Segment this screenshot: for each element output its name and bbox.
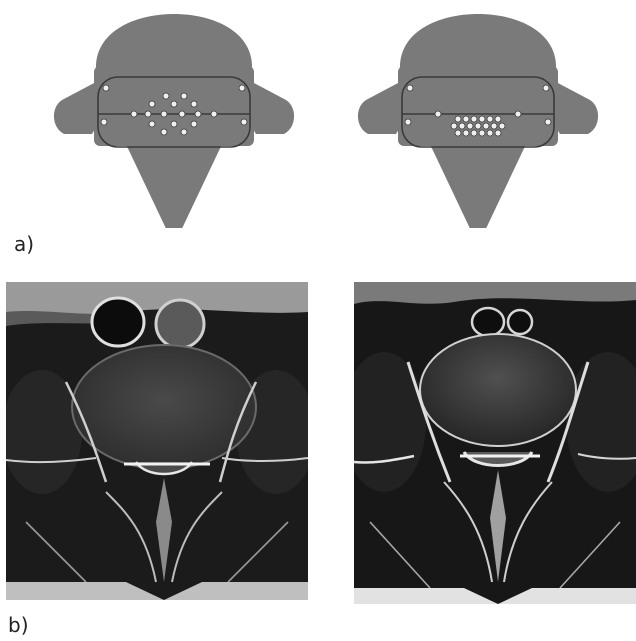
panel-a-diagrams: [0, 0, 636, 228]
panel-b-label: b): [8, 615, 29, 635]
mri-axial-left: [6, 282, 308, 600]
central-nucleus-diagram: [54, 14, 294, 228]
posterior-nucleus-diagram: [358, 14, 598, 228]
mri-axial-right: [354, 282, 636, 604]
panel-a-label: a): [14, 234, 34, 254]
